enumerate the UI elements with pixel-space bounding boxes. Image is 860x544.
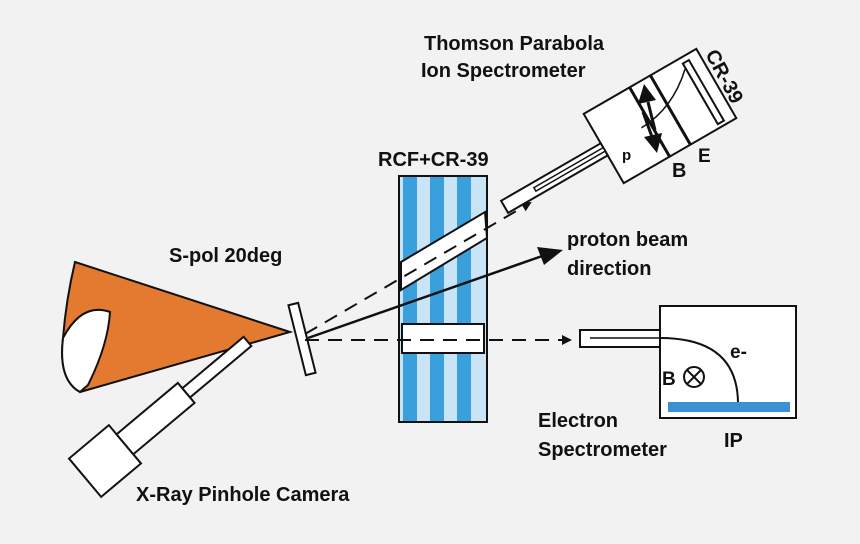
xray-camera-label: X-Ray Pinhole Camera [136, 484, 350, 506]
proton-label-line2: direction [567, 258, 651, 280]
electron-label-line2: Spectrometer [538, 439, 667, 461]
e-label-thomson: E [698, 146, 711, 167]
rcf-cr39-stack [398, 175, 489, 423]
ip-label: IP [724, 430, 743, 452]
spol-label: S-pol 20deg [169, 245, 282, 267]
laser-beam [61, 260, 294, 394]
b-label-electron: B [662, 369, 676, 390]
dashed-line-to-thomson [304, 201, 532, 335]
proton-label-line1: proton beam [567, 229, 688, 251]
electron-label-line1: Electron [538, 410, 618, 432]
image-plate [668, 402, 790, 412]
e-field-arrow-down [644, 133, 662, 153]
p-label: p [622, 147, 631, 164]
e-minus-label: e- [730, 342, 747, 363]
circle-cross-icon [683, 366, 705, 388]
target-foil [287, 301, 317, 377]
proton-arrow-head [537, 247, 563, 265]
rcf-stack-label: RCF+CR-39 [378, 149, 489, 171]
electron-spectrometer [579, 305, 797, 419]
xray-pinhole-camera [67, 335, 253, 499]
b-field-arrow-up [638, 84, 656, 104]
thomson-title-line1: Thomson Parabola [424, 33, 605, 55]
thomson-parabola-spectrometer [499, 47, 738, 215]
thomson-title-line2: Ion Spectrometer [421, 60, 586, 82]
proton-beam-arrow [307, 252, 549, 340]
b-label-thomson: B [672, 160, 686, 182]
